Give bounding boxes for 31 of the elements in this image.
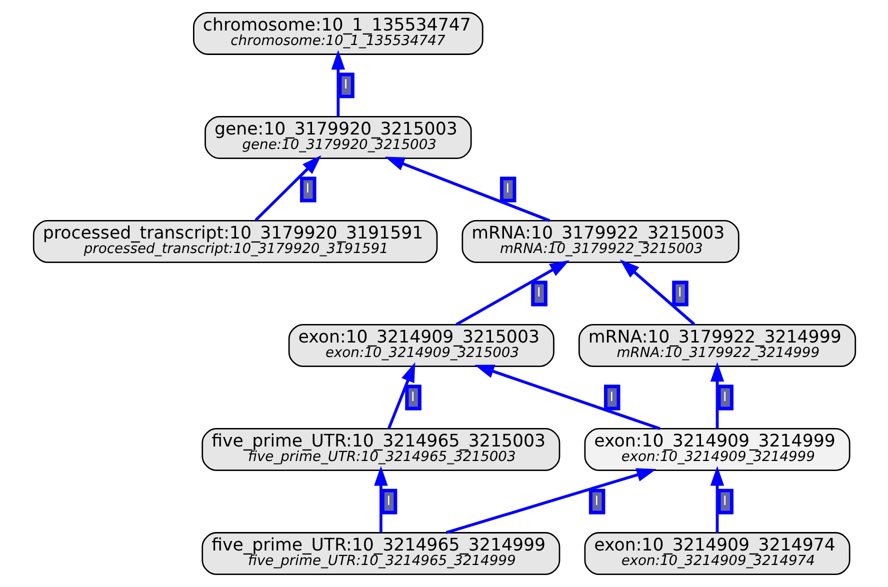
edge-label: I bbox=[677, 284, 682, 300]
node-box: five_prime_UTR:10_3214965_3214999 five_prime_UTR:10_3214965_3214999 bbox=[201, 532, 560, 576]
edge-label: I bbox=[722, 492, 726, 508]
node-box: chromosome:10_1_135534747 chromosome:10_1_135534747 bbox=[192, 12, 483, 55]
node-box: mRNA:10_3179922_3215003 mRNA:10_3179922_3215003 bbox=[461, 220, 739, 263]
arrow bbox=[710, 466, 724, 532]
edge-label: I bbox=[386, 492, 390, 508]
edge-label: I bbox=[505, 180, 510, 196]
edge-label: I bbox=[305, 180, 310, 196]
arrow bbox=[387, 362, 415, 429]
edge-label: I bbox=[343, 76, 348, 92]
arrow bbox=[445, 468, 656, 534]
arrow bbox=[710, 362, 724, 428]
node-box: exon:10_3214909_3215003 exon:10_3214909_3215003 bbox=[288, 324, 554, 367]
arrow bbox=[474, 364, 660, 430]
edge-label: I bbox=[536, 284, 540, 300]
edge-label: I bbox=[594, 492, 598, 508]
node-box: five_prime_UTR:10_3214965_3215003 five_prime_UTR:10_3214965_3215003 bbox=[201, 428, 560, 472]
node-box: processed_transcript:10_3179920_3191591 processed_transcript:10_3179920_3191591 bbox=[32, 220, 438, 263]
arrow bbox=[455, 260, 569, 326]
edge-label: I bbox=[609, 388, 614, 404]
arrow bbox=[374, 466, 388, 532]
arrow bbox=[254, 155, 321, 222]
node-box: exon:10_3214909_3214974 exon:10_3214909_3214974 bbox=[584, 532, 850, 576]
node-box: gene:10_3179920_3215003 gene:10_3179920_3215003 bbox=[204, 116, 472, 159]
arrow bbox=[330, 50, 345, 116]
edge-label: I bbox=[722, 388, 726, 404]
arrow bbox=[384, 156, 550, 222]
node-box: mRNA:10_3179922_3214999 mRNA:10_3179922_3214999 bbox=[578, 324, 856, 367]
edge-label: I bbox=[410, 388, 414, 404]
node-box: exon:10_3214909_3214999 exon:10_3214909_3214999 bbox=[584, 428, 850, 472]
